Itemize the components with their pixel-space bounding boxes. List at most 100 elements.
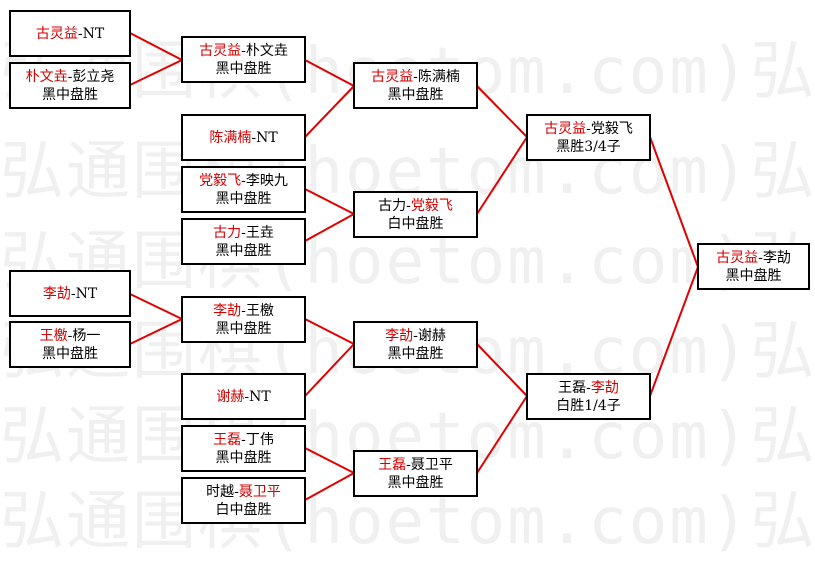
match-box: 古灵益-朴文垚 黑中盘胜	[181, 36, 306, 83]
player-b: 党毅飞	[410, 197, 453, 214]
match-result: 黑中盘胜	[725, 267, 782, 284]
connector-line	[129, 59, 183, 86]
match-players: 党毅飞-李映九	[199, 172, 288, 189]
connector-line	[304, 85, 355, 138]
match-result: 黑中盘胜	[215, 320, 272, 337]
match-result: 黑中盘胜	[215, 449, 272, 466]
player-b: 王檄	[245, 302, 274, 319]
player-a: 古力	[378, 197, 407, 214]
match-box: 古力-王垚 黑中盘胜	[181, 218, 306, 265]
match-result: 白中盘胜	[387, 215, 444, 232]
match-box: 王磊-李劼 白胜1/4子	[526, 373, 651, 420]
match-players: 古灵益-陈满楠	[371, 68, 460, 85]
player-b: 谢赫	[417, 327, 446, 344]
match-result: 白中盘胜	[215, 501, 272, 518]
connector-line	[476, 343, 528, 397]
match-result: 黑中盘胜	[215, 242, 272, 259]
player-a: 党毅飞	[199, 172, 242, 189]
player-b: 丁伟	[245, 431, 274, 448]
connector-line	[304, 447, 355, 474]
match-box: 古灵益-党毅飞 黑胜3/4子	[526, 114, 651, 161]
match-players: 李劼-谢赫	[385, 327, 446, 344]
player-a: 古灵益	[716, 249, 759, 266]
match-players: 陈满楠-NT	[209, 129, 278, 146]
connector-line	[649, 136, 699, 268]
match-players: 王磊-丁伟	[213, 431, 274, 448]
match-players: 谢赫-NT	[216, 388, 271, 405]
match-box: 李劼-谢赫 黑中盘胜	[353, 321, 478, 368]
player-b: 党毅飞	[590, 120, 633, 137]
match-result: 黑中盘胜	[42, 86, 98, 103]
connector-line	[304, 472, 355, 501]
connector-line	[129, 318, 183, 345]
bracket-connectors	[129, 32, 699, 501]
match-box: 谢赫-NT	[181, 373, 306, 420]
player-a: 王磊	[378, 456, 407, 473]
player-b: 朴文垚	[245, 42, 288, 59]
match-players: 王磊-李劼	[558, 379, 619, 396]
match-result: 黑中盘胜	[215, 190, 272, 207]
match-box: 李劼-NT	[9, 270, 131, 317]
player-a: 古灵益	[199, 42, 242, 59]
connector-line	[476, 85, 528, 138]
player-b: 彭立尧	[72, 68, 115, 85]
connector-line	[304, 188, 355, 215]
match-players: 王磊-聂卫平	[378, 456, 453, 473]
match-players: 王檄-杨一	[39, 327, 101, 344]
player-b: 陈满楠	[417, 68, 460, 85]
player-a: 古灵益	[371, 68, 414, 85]
connector-line	[304, 343, 355, 397]
player-b: 李劼	[762, 249, 791, 266]
match-box: 古灵益-陈满楠 黑中盘胜	[353, 62, 478, 109]
match-players: 古灵益-朴文垚	[199, 42, 288, 59]
player-b: NT	[82, 25, 105, 42]
match-players: 古力-王垚	[213, 224, 274, 241]
player-b: 聂卫平	[238, 483, 281, 500]
match-box: 王磊-聂卫平 黑中盘胜	[353, 450, 478, 497]
match-players: 李劼-NT	[42, 285, 98, 302]
match-players: 古力-党毅飞	[378, 197, 453, 214]
player-b: NT	[256, 129, 278, 146]
match-result: 黑胜3/4子	[556, 138, 621, 155]
connector-line	[649, 266, 699, 397]
match-box: 时越-聂卫平 白中盘胜	[181, 477, 306, 524]
player-a: 李劼	[213, 302, 242, 319]
match-result: 黑中盘胜	[42, 345, 98, 362]
match-box: 古力-党毅飞 白中盘胜	[353, 191, 478, 238]
match-result: 黑中盘胜	[387, 86, 444, 103]
match-box: 李劼-王檄 黑中盘胜	[181, 296, 306, 343]
connector-line	[304, 318, 355, 345]
player-b: 聂卫平	[410, 456, 453, 473]
match-result: 黑中盘胜	[215, 60, 272, 77]
player-a: 古灵益	[35, 25, 78, 42]
player-a: 王檄	[39, 327, 68, 344]
match-box: 朴文垚-彭立尧 黑中盘胜	[9, 62, 131, 109]
connector-line	[304, 213, 355, 242]
player-b: 李映九	[245, 172, 288, 189]
player-b: 杨一	[72, 327, 101, 344]
match-players: 古灵益-李劼	[716, 249, 791, 266]
match-box: 陈满楠-NT	[181, 114, 306, 161]
match-result: 白胜1/4子	[556, 397, 621, 414]
match-players: 李劼-王檄	[213, 302, 274, 319]
match-players: 古灵益-党毅飞	[544, 120, 633, 137]
player-b: 李劼	[590, 379, 619, 396]
player-a: 古力	[213, 224, 242, 241]
match-players: 时越-聂卫平	[206, 483, 281, 500]
player-a: 李劼	[42, 285, 71, 302]
connector-line	[129, 293, 183, 320]
player-b: 王垚	[245, 224, 274, 241]
match-box: 党毅飞-李映九 黑中盘胜	[181, 166, 306, 213]
player-b: NT	[249, 388, 271, 405]
player-a: 古灵益	[544, 120, 587, 137]
player-a: 王磊	[213, 431, 242, 448]
match-players: 朴文垚-彭立尧	[25, 68, 115, 85]
match-box: 王檄-杨一 黑中盘胜	[9, 321, 131, 368]
match-result: 黑中盘胜	[387, 474, 444, 491]
player-a: 陈满楠	[209, 129, 252, 146]
player-a: 朴文垚	[25, 68, 68, 85]
player-a: 李劼	[385, 327, 414, 344]
connector-line	[304, 59, 355, 87]
connector-line	[129, 32, 183, 61]
match-box: 古灵益-李劼 黑中盘胜	[697, 243, 810, 290]
